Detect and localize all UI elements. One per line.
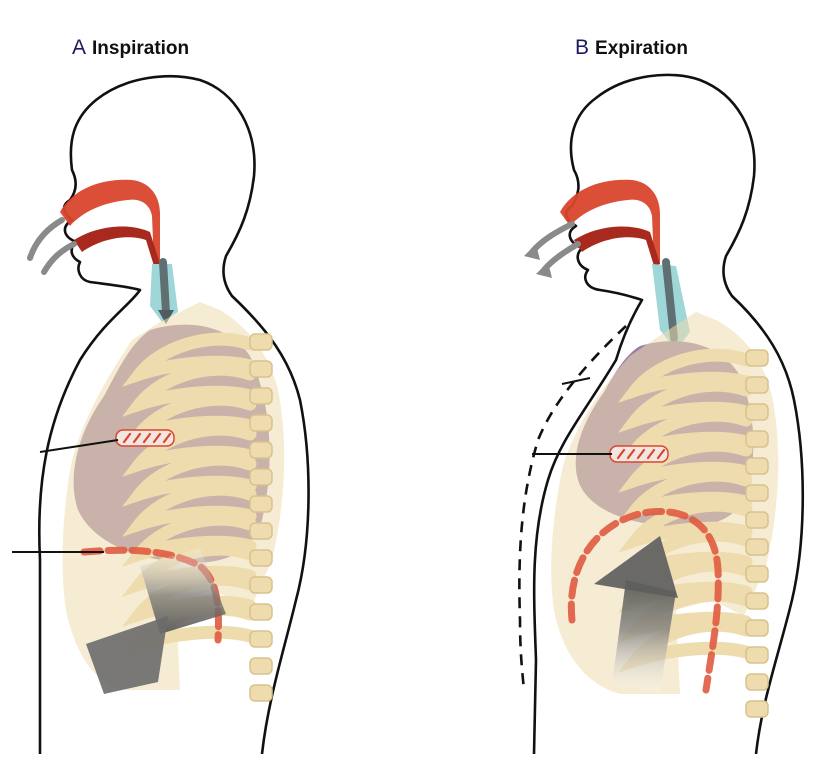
nasal-cavity-a — [60, 179, 160, 264]
vertebra — [249, 333, 273, 351]
nasal-cavity-b — [560, 179, 660, 264]
vertebra — [249, 414, 273, 432]
trachea-airflow-b — [662, 258, 678, 342]
rib — [617, 378, 753, 433]
panel-label-a: Inspiration — [92, 38, 190, 59]
panel-b-expiration — [518, 73, 805, 755]
diaphragm-down-arrow-icon — [86, 548, 226, 694]
vertebra — [745, 484, 769, 502]
previous-body-contour-b — [518, 325, 627, 691]
vertebra — [249, 684, 273, 702]
diaphragm-up-arrow-icon — [594, 536, 678, 692]
vertebra — [745, 457, 769, 475]
rib — [617, 348, 753, 403]
vertebra — [249, 468, 273, 486]
oral-cavity-a — [74, 226, 160, 266]
intercostal-muscle-b — [609, 445, 669, 463]
vertebra — [745, 592, 769, 610]
trachea-arrowhead-a — [158, 310, 174, 324]
airflow-out-arrow-icon — [524, 221, 581, 278]
spine-b — [745, 349, 769, 718]
vertebra — [249, 522, 273, 540]
vertebra — [249, 360, 273, 378]
rib — [121, 362, 257, 417]
rib — [121, 452, 257, 507]
vertebra — [249, 549, 273, 567]
panel-letter-a: A — [72, 36, 87, 59]
vertebra — [249, 576, 273, 594]
panel-a-inspiration — [12, 74, 310, 755]
vertebra — [249, 657, 273, 675]
rib — [121, 482, 257, 537]
rib — [121, 542, 257, 597]
vertebra — [745, 673, 769, 691]
spine-a — [249, 333, 273, 702]
panel-letter-b: B — [575, 36, 590, 59]
vertebra — [249, 495, 273, 513]
vertebra — [745, 349, 769, 367]
vertebra — [745, 403, 769, 421]
vertebra — [745, 376, 769, 394]
vertebra — [249, 603, 273, 621]
rib — [121, 422, 257, 477]
intercostal-leader-line-a — [39, 439, 119, 453]
rib — [617, 438, 753, 493]
rib — [617, 468, 753, 523]
vertebra — [249, 630, 273, 648]
diaphragm-b — [567, 508, 722, 694]
vertebra — [249, 387, 273, 405]
vertebra — [745, 538, 769, 556]
vertebra — [745, 430, 769, 448]
vertebra — [745, 646, 769, 664]
body-outline-a — [37, 74, 310, 755]
vertebra — [745, 565, 769, 583]
airflow-in-arrow-icon — [27, 217, 77, 275]
intercostal-muscle-a — [115, 429, 175, 447]
vertebra — [745, 700, 769, 718]
rib — [121, 332, 257, 387]
vertebra — [745, 619, 769, 637]
panel-label-b: Expiration — [595, 38, 688, 59]
chest-leader-line-b — [561, 377, 591, 385]
rib — [617, 498, 753, 553]
vertebra — [249, 441, 273, 459]
trachea-airflow-a — [159, 258, 170, 316]
oral-cavity-b — [574, 226, 660, 266]
body-outline-b — [532, 73, 805, 755]
vertebra — [745, 511, 769, 529]
